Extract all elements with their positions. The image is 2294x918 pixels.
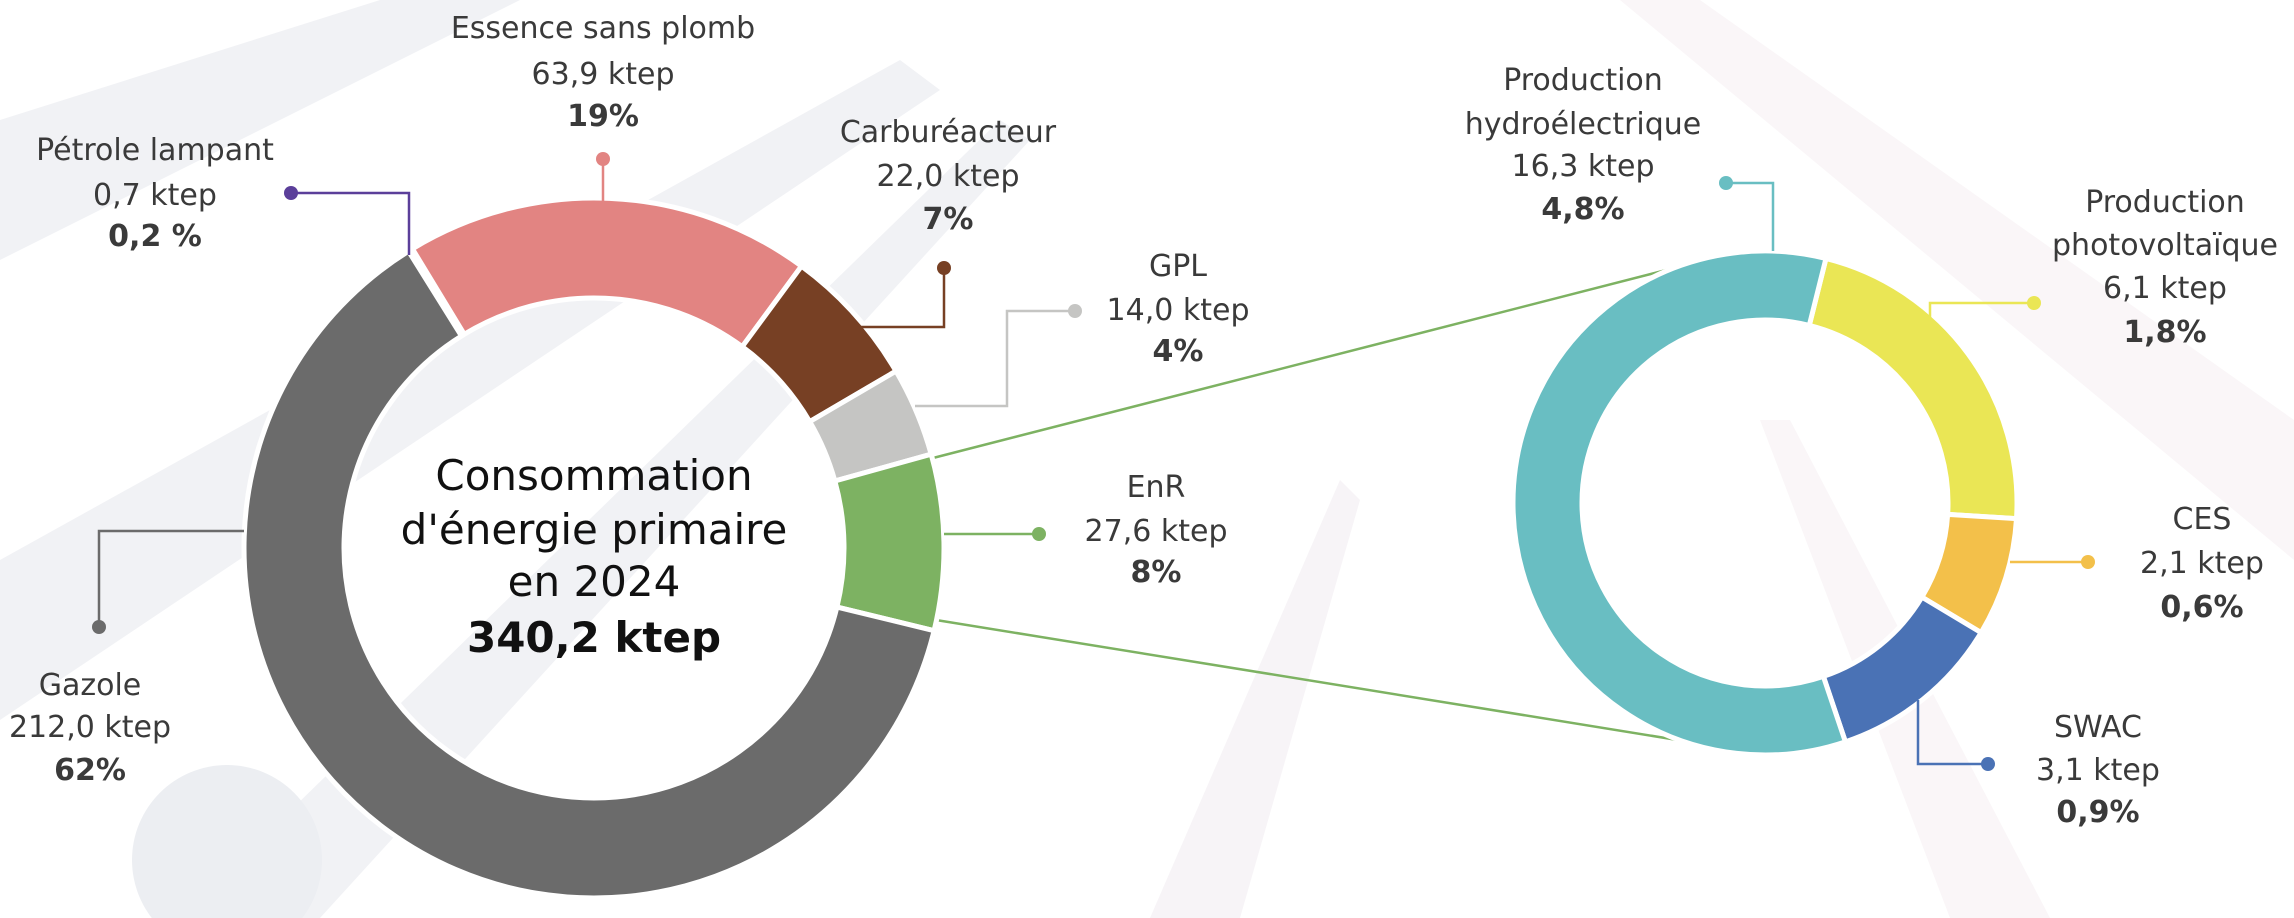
label-name: GPL [1149, 249, 1207, 284]
label-value: 6,1 ktep [2103, 271, 2227, 306]
dot-essence [596, 152, 610, 166]
label-name-1: Production [2085, 185, 2245, 220]
label-pct: 4% [1153, 334, 1204, 369]
label-name: Gazole [39, 668, 142, 703]
background-circle [132, 765, 322, 918]
center-label: Consommation d'énergie primaire en 2024 … [401, 451, 788, 662]
dot-ces [2081, 555, 2095, 569]
label-name: SWAC [2054, 710, 2142, 745]
label-name-2: photovoltaïque [2052, 228, 2278, 263]
label-pct: 19% [567, 99, 639, 134]
dot-enr [1032, 527, 1046, 541]
label-pct: 7% [923, 202, 974, 237]
label-gazole: Gazole 212,0 ktep 62% [9, 668, 171, 788]
label-pct: 0,9% [2056, 795, 2139, 830]
label-name: Essence sans plomb [451, 11, 755, 46]
center-line-2: d'énergie primaire [401, 505, 788, 554]
label-photov: Production photovoltaïque 6,1 ktep 1,8% [2052, 185, 2278, 350]
dot-hydro [1719, 176, 1733, 190]
dot-gpl [1068, 304, 1082, 318]
leader-carbu [860, 268, 946, 329]
leader-swac [1916, 700, 1988, 766]
label-value: 27,6 ktep [1085, 514, 1228, 549]
label-ces: CES 2,1 ktep 0,6% [2140, 502, 2264, 625]
donut-primary-energy [241, 195, 947, 901]
dot-petrole [284, 186, 298, 200]
label-name: EnR [1127, 470, 1186, 505]
leader-lines [97, 159, 2088, 766]
label-pct: 62% [54, 753, 126, 788]
label-name: Carburéacteur [840, 115, 1057, 150]
leader-petrole [291, 191, 411, 255]
label-value: 16,3 ktep [1512, 149, 1655, 184]
label-pct: 0,2 % [108, 219, 202, 254]
center-line-3: en 2024 [508, 557, 681, 606]
label-hydro: Production hydroélectrique 16,3 ktep 4,8… [1465, 63, 1702, 227]
leader-dots [92, 152, 2095, 771]
zoom-connector-top [932, 253, 1726, 460]
slice-production-hydro-lectrique [1510, 248, 1849, 758]
dot-photov [2027, 296, 2041, 310]
dot-swac [1981, 757, 1995, 771]
label-value: 212,0 ktep [9, 710, 171, 745]
label-pct: 1,8% [2123, 315, 2206, 350]
label-pct: 8% [1131, 555, 1182, 590]
label-gpl: GPL 14,0 ktep 4% [1107, 249, 1250, 369]
label-pct: 4,8% [1541, 192, 1624, 227]
label-value: 14,0 ktep [1107, 293, 1250, 328]
slice-enr [831, 451, 947, 634]
label-name: CES [2173, 502, 2232, 537]
dot-gazole [92, 620, 106, 634]
leader-gpl [915, 309, 1075, 408]
label-value: 0,7 ktep [93, 178, 217, 213]
leader-hydro [1726, 181, 1775, 251]
leader-photov [1928, 301, 2034, 320]
donut-enr [1510, 248, 2020, 758]
label-essence: Essence sans plomb 63,9 ktep 19% [451, 11, 755, 134]
label-swac: SWAC 3,1 ktep 0,9% [2036, 710, 2160, 830]
center-total: 340,2 ktep [467, 613, 721, 662]
label-value: 2,1 ktep [2140, 546, 2264, 581]
slice-gazole [241, 247, 938, 901]
label-petrole: Pétrole lampant 0,7 ktep 0,2 % [36, 133, 274, 254]
label-name-1: Production [1503, 63, 1663, 98]
label-carbu: Carburéacteur 22,0 ktep 7% [840, 115, 1057, 237]
label-enr: EnR 27,6 ktep 8% [1085, 470, 1228, 590]
label-name: Pétrole lampant [36, 133, 274, 168]
label-value: 22,0 ktep [877, 159, 1020, 194]
center-line-1: Consommation [435, 451, 752, 500]
label-value: 63,9 ktep [532, 57, 675, 92]
zoom-connector-bottom [935, 618, 1759, 755]
label-pct: 0,6% [2160, 590, 2243, 625]
dot-carbu [937, 261, 951, 275]
label-value: 3,1 ktep [2036, 753, 2160, 788]
label-name-2: hydroélectrique [1465, 107, 1702, 142]
leader-gazole [97, 529, 244, 627]
